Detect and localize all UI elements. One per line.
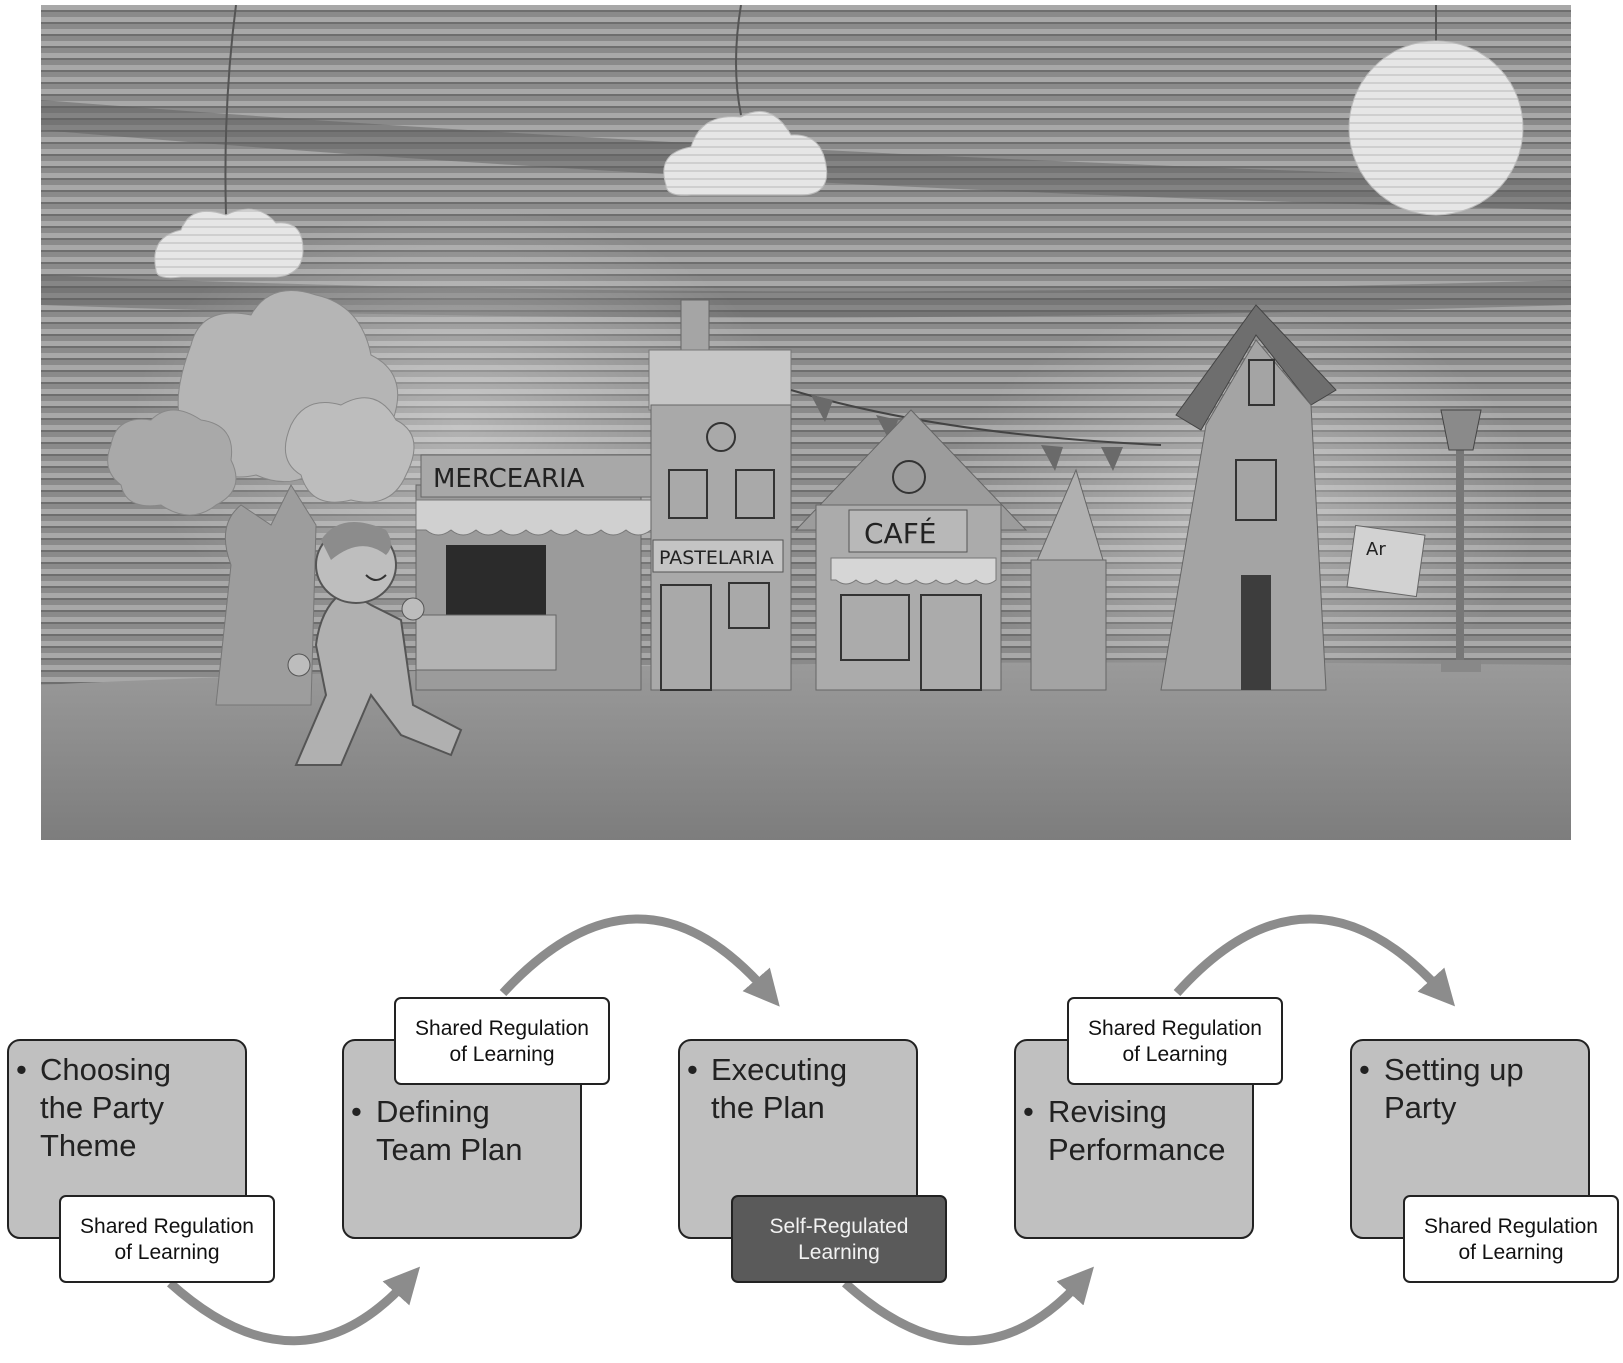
stage-bullet: • [1023,1094,1034,1129]
papercraft-street-illustration: MERCEARIA PASTELARIA CAFÉ Ar [41,5,1571,840]
regulation-tag-line: Shared Regulation [80,1215,254,1238]
regulation-tag [1067,997,1283,1085]
grocery-sign-text: MERCEARIA [433,464,585,494]
regulation-tag-line: of Learning [449,1043,554,1066]
regulation-tag-line: Shared Regulation [415,1017,589,1040]
tree-trunk [215,483,317,706]
lamp-base [1441,660,1481,672]
grocery-sign [420,454,652,498]
regulation-tag [1403,1195,1619,1283]
stage-choosing-party-theme: • Choosing the Party Theme Shared Regula… [7,1039,275,1283]
ground [41,662,1571,840]
tall-house-body [1160,339,1327,691]
bakery-door [660,584,712,691]
bakery-window [728,582,770,629]
grocery-counter [415,614,557,671]
cafe-door [920,594,982,691]
stage-label-line: Setting up [1384,1052,1524,1087]
stage-label-line: Performance [1048,1132,1225,1167]
lamp-head [1440,409,1482,451]
stage-label-line: the Party [40,1090,165,1125]
regulation-tag-line: of Learning [114,1241,219,1264]
stage-bullet: • [687,1052,698,1087]
stage-label-line: the Plan [711,1090,825,1125]
cafe-window [840,594,910,661]
tall-house-window [1248,359,1275,406]
hanging-string [224,5,237,216]
tree-foliage [284,397,415,503]
regulation-tag-line: of Learning [1122,1043,1227,1066]
stage-label-line: Revising [1048,1094,1167,1129]
sun [1348,40,1524,216]
tree-foliage [107,409,237,516]
hanging-string [735,5,742,116]
cloud-left [154,208,304,279]
flow-arrow-4 [1173,914,1456,1007]
bakery-sign-text: PASTELARIA [659,547,774,569]
bakery-window [668,469,708,519]
bakery-roof [648,349,792,411]
stage-label-line: Executing [711,1052,847,1087]
cafe-awning [830,557,997,585]
stage-revising-performance: • Revising Performance Shared Regulation… [1014,997,1283,1239]
stage-bullet: • [351,1094,362,1129]
bakery-window [735,469,775,519]
regulation-tag-line: of Learning [1458,1241,1563,1264]
regulation-tag-dark [731,1195,947,1283]
flow-arrow-1 [166,1266,421,1346]
regulation-tag [59,1195,275,1283]
cafe-sign-text: CAFÉ [864,516,937,550]
stage-label-line: Choosing [40,1052,171,1087]
tall-house-door [1241,575,1271,690]
stage-label-line: Theme [40,1128,136,1163]
stage-executing-plan: • Executing the Plan Self-Regulated Lear… [678,1039,947,1283]
bakery-round-window [706,422,736,452]
walking-child-figure [287,522,463,766]
regulation-tag [394,997,610,1085]
regulation-tag-line: Learning [798,1241,880,1264]
stage-bullet: • [1359,1052,1370,1087]
tall-house-window [1235,459,1277,521]
grocery-awning [415,499,652,536]
tower-body [1030,559,1107,691]
bakery-sign [652,539,784,573]
regulation-tag-line: Self-Regulated [770,1215,909,1238]
lamp-post [1456,445,1464,670]
stage-bullet: • [16,1052,27,1087]
stage-label-line: Party [1384,1090,1457,1125]
cloud-center [663,110,828,196]
bunting-flags [811,395,1123,471]
stage-label-line: Team Plan [376,1132,522,1167]
regulation-tag-line: Shared Regulation [1088,1017,1262,1040]
flow-arrow-3 [841,1266,1094,1346]
hanging-sign [1346,524,1426,598]
regulation-tag-line: Shared Regulation [1424,1215,1598,1238]
cafe-round-window [892,460,926,494]
stage-setting-up-party: • Setting up Party Shared Regulation of … [1350,1039,1619,1283]
hanging-sign-text: Ar [1366,539,1386,560]
flow-arrow-2 [499,914,780,1007]
cafe-sign [848,509,968,553]
stage-label-line: Defining [376,1094,490,1129]
stage-defining-team-plan: • Defining Team Plan Shared Regulation o… [342,997,610,1239]
